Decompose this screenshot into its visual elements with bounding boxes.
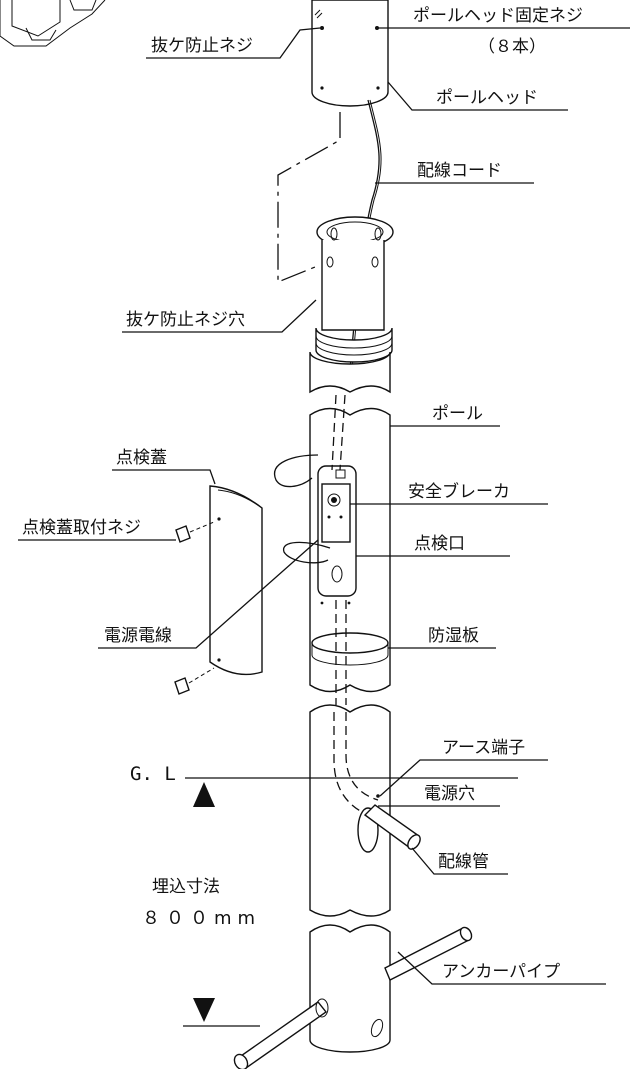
pole-base (233, 924, 473, 1069)
label-dengen-ana: 電源穴 (424, 784, 475, 804)
label-pole: ポール (432, 404, 483, 424)
label-nuke-boushi-neji-ana: 抜ケ防止ネジ穴 (126, 310, 245, 330)
label-nuke-boushi-neji: 抜ケ防止ネジ (151, 36, 253, 56)
label-earth-tanshi: アース端子 (442, 738, 525, 758)
gl-arrow-up (193, 782, 215, 807)
label-tenken-futa: 点検蓋 (116, 448, 167, 468)
label-tenken-futa-toritsuke-neji: 点検蓋取付ネジ (22, 518, 141, 538)
label-anzen-breaker: 安全ブレーカ (408, 481, 510, 502)
depth-arrow-down (193, 998, 215, 1022)
pole-middle (309, 407, 391, 693)
label-umekomi-sunpou: 埋込寸法 (152, 877, 220, 897)
label-boushitsu-ban: 防湿板 (428, 626, 479, 646)
label-haisen-kan: 配線管 (438, 852, 489, 872)
label-hon-count: （８本） (478, 37, 546, 57)
label-gl: G. L (130, 763, 176, 785)
pole-head (311, 0, 389, 107)
leader-lines (18, 27, 630, 985)
alignment-line (277, 112, 341, 283)
label-tenken-kou: 点検口 (414, 534, 465, 554)
pole-lower (309, 704, 421, 917)
label-dengen-densen: 電源電線 (104, 626, 172, 646)
label-pole-head: ポールヘッド (436, 88, 538, 108)
inspection-cover (209, 485, 263, 676)
pole-top-flange (309, 216, 394, 394)
label-umekomi-value: ８００mm (142, 908, 261, 929)
fixture-fragment (0, 0, 106, 47)
cover-screws (174, 521, 215, 695)
label-anchor-pipe: アンカーパイプ (442, 962, 560, 982)
label-pole-head-kotei-neji: ポールヘッド固定ネジ (413, 6, 583, 26)
label-haisen-cord: 配線コード (417, 161, 502, 181)
